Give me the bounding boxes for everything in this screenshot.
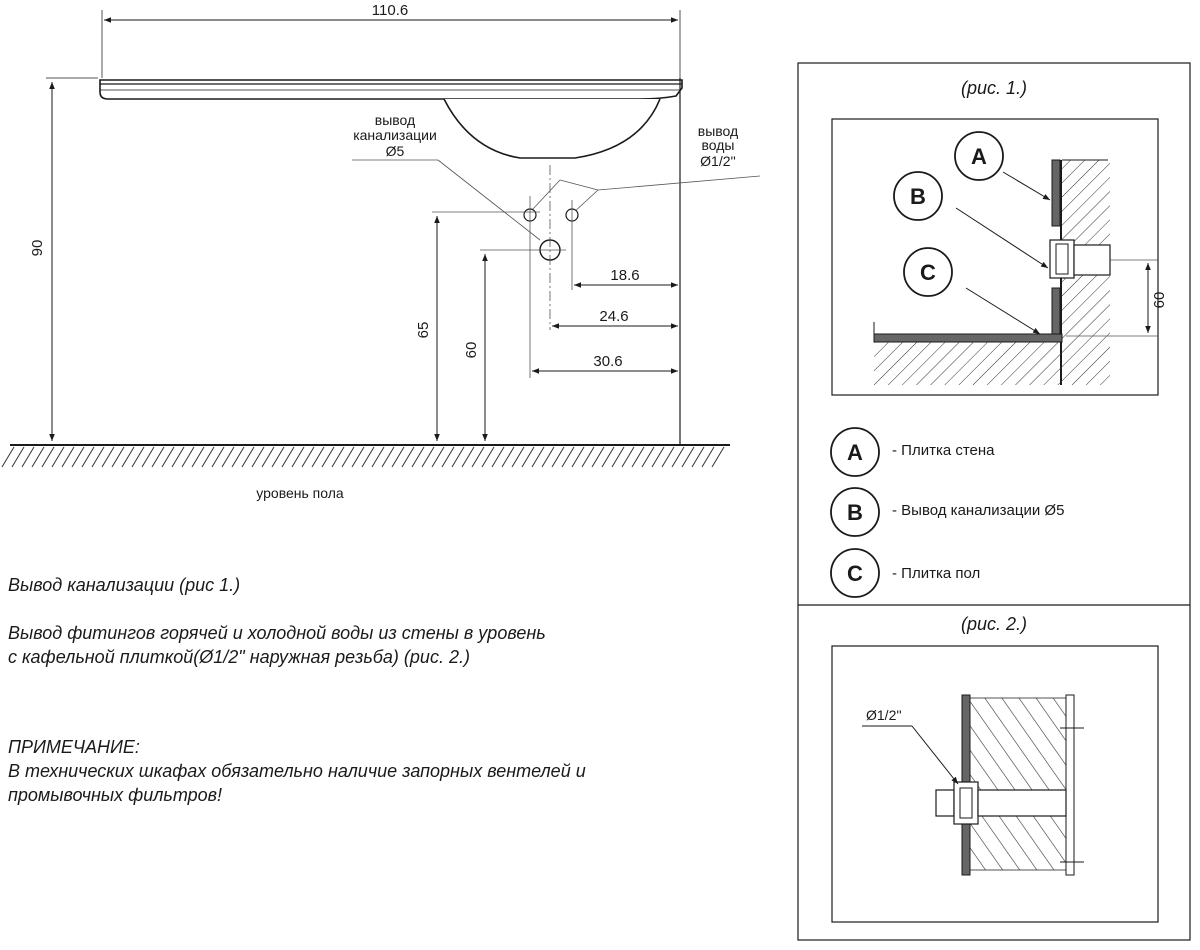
fig1-dim-60: 60 <box>1151 292 1168 309</box>
marker-a-circle <box>954 131 1004 181</box>
basin-bowl <box>443 98 661 159</box>
wall-tile-lower <box>1051 287 1061 341</box>
legend-a-key: A <box>847 440 863 465</box>
legend-b-key: B <box>847 500 863 525</box>
water-label-line1: вывод <box>698 123 738 139</box>
sewer-pipe <box>1073 244 1111 276</box>
height-65-label: 65 <box>415 322 432 339</box>
marker-c: C <box>920 260 936 285</box>
fig2-wall-back <box>1065 694 1075 876</box>
water-label-line3: Ø1/2'' <box>700 153 736 169</box>
wall-tile-upper <box>1051 159 1061 227</box>
floor-tile <box>873 333 1063 343</box>
fig1-caption: (рис. 1.) <box>961 78 1027 98</box>
note-title: ПРИМЕЧАНИЕ: <box>8 737 140 757</box>
marker-b: B <box>910 184 926 209</box>
legend-a-text: - Плитка стена <box>892 442 995 459</box>
sewer-label-line3: Ø5 <box>386 143 405 159</box>
fig2-thread-end <box>935 789 955 817</box>
legend-b-text: - Вывод канализации Ø5 <box>892 502 1064 519</box>
width-dimension-label: 110.6 <box>372 2 408 19</box>
floor-label: уровень пола <box>256 485 344 501</box>
sewer-label-line1: вывод <box>375 112 415 128</box>
marker-a: A <box>971 144 987 169</box>
sewer-label-line2: канализации <box>353 127 437 143</box>
fig2-water-pipe <box>977 789 1067 817</box>
fig1-legend: A - Плитка стена B - Вывод канализации Ø… <box>830 427 1064 598</box>
water-label-line2: воды <box>702 137 735 153</box>
marker-b-circle <box>893 171 943 221</box>
countertop <box>99 79 683 100</box>
figure-panel: (рис. 1.) 60 A B C A <box>797 62 1191 941</box>
fig2-caption: (рис. 2.) <box>961 614 1027 634</box>
dim-30-6-label: 30.6 <box>593 353 622 370</box>
floor-hatch <box>1 446 725 468</box>
marker-c-circle <box>903 247 953 297</box>
note-text-line1: В технических шкафах обязательно наличие… <box>8 761 586 781</box>
dim-18-6-label: 18.6 <box>610 267 639 284</box>
legend-c-text: - Плитка пол <box>892 565 980 582</box>
note-water-fittings-line2: с кафельной плиткой(Ø1/2" наружная резьб… <box>8 647 470 667</box>
main-elevation: 110.6 90 уровень пола вывод канализации … <box>1 2 761 501</box>
legend-c-key: C <box>847 561 863 586</box>
height-90-label: 90 <box>29 240 46 257</box>
note-sewer-outlet: Вывод канализации (рис 1.) <box>8 575 241 595</box>
dim-24-6-label: 24.6 <box>599 308 628 325</box>
note-text-line2: промывочных фильтров! <box>8 785 223 805</box>
fig2-pipe-label: Ø1/2'' <box>866 707 902 723</box>
note-water-fittings-line1: Вывод фитингов горячей и холодной воды и… <box>8 623 546 643</box>
height-60-label: 60 <box>463 342 480 359</box>
